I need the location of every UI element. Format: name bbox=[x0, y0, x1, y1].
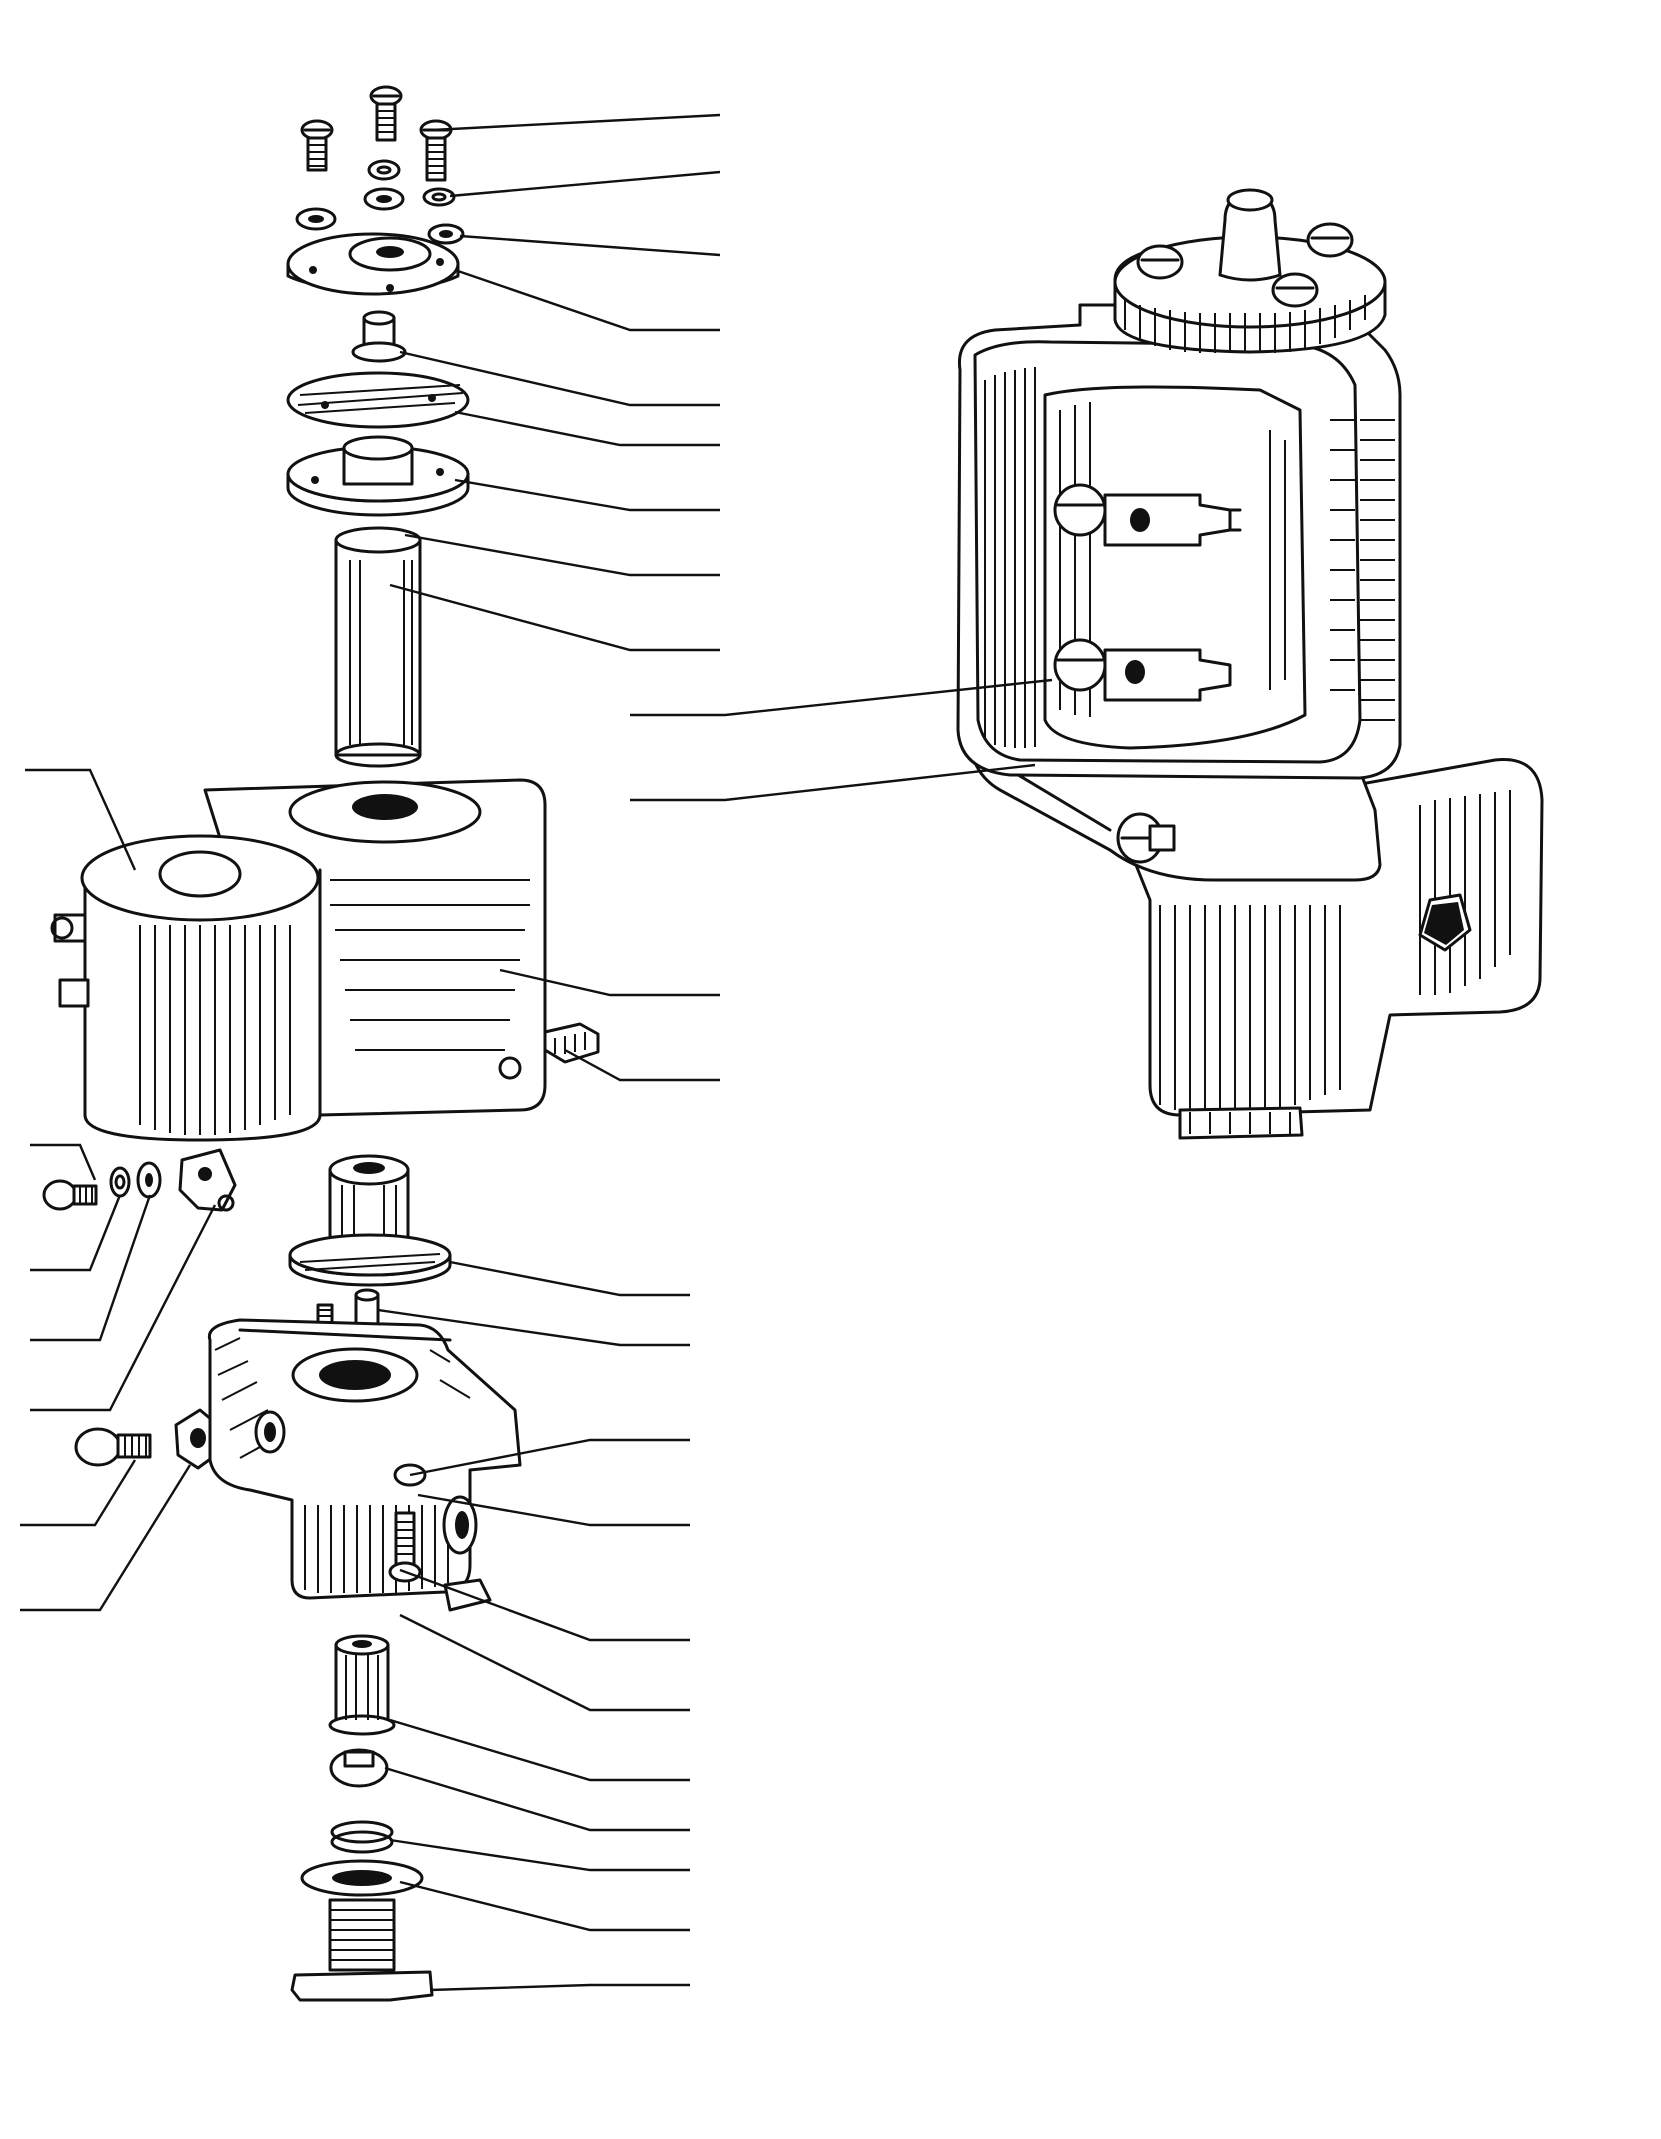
base-gasket bbox=[300, 1859, 424, 1897]
callout-leader-line bbox=[20, 1459, 137, 1527]
callout-leader-line bbox=[399, 1613, 690, 1712]
plunger-stop bbox=[351, 310, 407, 363]
screw-center bbox=[369, 85, 403, 142]
callout-leader-line bbox=[30, 1194, 152, 1342]
side-screw bbox=[42, 1179, 98, 1211]
callout-leader-line bbox=[399, 1880, 690, 1932]
plunger bbox=[328, 1154, 410, 1244]
assembled-valve bbox=[956, 188, 1544, 1140]
callout-leader-line bbox=[417, 1493, 690, 1527]
side-spring-washer bbox=[109, 1166, 131, 1198]
body-pin bbox=[354, 1288, 380, 1327]
callout-leader-line bbox=[564, 1048, 720, 1082]
body-port bbox=[254, 1410, 478, 1555]
callout-leader-line bbox=[449, 1260, 690, 1297]
callout-leader-line bbox=[499, 968, 720, 997]
spring-washer-right bbox=[422, 187, 456, 207]
callout-leader-line bbox=[30, 1143, 97, 1181]
terminal-clip bbox=[543, 1022, 600, 1064]
guide-tube bbox=[334, 526, 422, 768]
callout-leader-line bbox=[20, 1464, 192, 1612]
callout-leader-line bbox=[399, 350, 720, 407]
flat-washer-center bbox=[363, 187, 405, 211]
callout-leader-line bbox=[404, 533, 720, 577]
callout-leader-line bbox=[454, 478, 720, 512]
callout-leader-line bbox=[454, 410, 720, 447]
callout-leader-line bbox=[399, 1568, 690, 1642]
callout-leader-line bbox=[630, 763, 1036, 802]
callout-leader-line bbox=[431, 113, 721, 132]
callout-leader-line bbox=[429, 1983, 690, 1992]
callout-leader-line bbox=[459, 234, 721, 257]
sealing-ring bbox=[286, 435, 470, 517]
gasket bbox=[286, 371, 470, 429]
spring-ring bbox=[330, 1820, 394, 1854]
base-nut bbox=[290, 1898, 434, 2002]
valve-core bbox=[329, 1748, 389, 1788]
callout-leader-line bbox=[454, 268, 720, 332]
terminal-lug bbox=[178, 1148, 237, 1212]
spring-washer-center bbox=[367, 159, 401, 181]
valve-body bbox=[207, 1318, 522, 1612]
callout-leader-line bbox=[389, 1838, 690, 1872]
callout-leader-line bbox=[30, 1204, 217, 1412]
leader-lines bbox=[20, 113, 1053, 1992]
mount-screw bbox=[74, 1427, 152, 1467]
valve-sleeve bbox=[328, 1634, 396, 1736]
callout-leader-line bbox=[389, 1718, 690, 1782]
flat-washer-right bbox=[427, 223, 465, 245]
flat-washer-left bbox=[295, 207, 337, 231]
coil bbox=[50, 834, 322, 1142]
callout-leader-line bbox=[630, 678, 1053, 717]
callout-leader-line bbox=[377, 1308, 690, 1347]
side-flat-washer bbox=[136, 1161, 162, 1199]
seat-washer bbox=[288, 1233, 452, 1287]
callout-leader-line bbox=[30, 1194, 122, 1272]
callout-leader-line bbox=[25, 768, 137, 871]
callout-leader-line bbox=[389, 583, 720, 652]
screw-left bbox=[300, 119, 334, 172]
callout-leader-line bbox=[384, 1766, 690, 1832]
callout-leader-line bbox=[449, 170, 721, 198]
callout-leader-line bbox=[409, 1438, 690, 1477]
top-cap-plate bbox=[286, 232, 460, 296]
